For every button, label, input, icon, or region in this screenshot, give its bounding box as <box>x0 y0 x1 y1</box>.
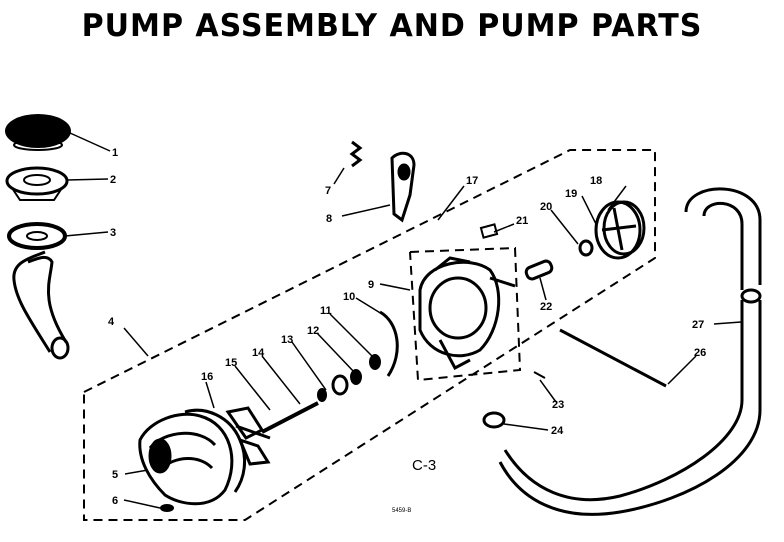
callout-1: 1 <box>112 147 118 159</box>
callout-18: 18 <box>590 175 602 187</box>
callout-labels: 1 2 3 4 5 6 7 8 9 10 11 12 13 14 15 16 1… <box>108 147 706 507</box>
part-3-washer <box>7 222 67 250</box>
part-6-screw <box>160 504 174 512</box>
part-15-impeller <box>225 406 271 466</box>
diagram-reference: C-3 <box>412 457 436 474</box>
callout-23: 23 <box>552 399 564 411</box>
part-4-hose <box>12 250 70 360</box>
callout-22: 22 <box>540 301 552 313</box>
callout-10: 10 <box>343 291 355 303</box>
part-19-pulley <box>594 200 646 260</box>
part-8-bracket <box>390 151 416 223</box>
callout-9: 9 <box>368 279 374 291</box>
callout-27: 27 <box>692 319 704 331</box>
drawing-code: 5459-B <box>392 508 411 514</box>
part-23-fitting <box>533 371 546 379</box>
callout-2: 2 <box>110 174 116 186</box>
callout-17: 17 <box>466 175 478 187</box>
page-title: PUMP ASSEMBLY AND PUMP PARTS <box>81 8 703 44</box>
callout-12: 12 <box>307 325 319 337</box>
callout-19: 19 <box>565 188 577 200</box>
part-12-seal <box>331 369 362 396</box>
part-13-seal <box>317 388 327 402</box>
callout-15: 15 <box>225 357 237 369</box>
part-21-clip <box>479 223 499 239</box>
part-22-pin <box>524 259 554 281</box>
part-7-spring <box>349 140 363 168</box>
callout-14: 14 <box>252 347 265 359</box>
part-24-clamp <box>482 411 506 429</box>
callout-6: 6 <box>112 495 118 507</box>
part-10-o-ring <box>379 310 399 377</box>
callout-4: 4 <box>108 316 115 328</box>
part-2-nut <box>5 166 69 201</box>
assembly-outline <box>83 149 656 521</box>
callout-24: 24 <box>551 425 564 437</box>
part-5-pump-housing <box>138 408 247 506</box>
callout-8: 8 <box>326 213 332 225</box>
callout-11: 11 <box>320 305 332 317</box>
part-11-seal <box>369 354 381 370</box>
callout-5: 5 <box>112 469 118 481</box>
callout-26: 26 <box>694 347 706 359</box>
leader-lines <box>64 132 742 509</box>
part-14-shaft <box>261 401 319 434</box>
part-1-cap <box>5 114 71 151</box>
callout-16: 16 <box>201 371 213 383</box>
part-26-rod <box>559 328 667 388</box>
callout-21: 21 <box>516 215 528 227</box>
callout-3: 3 <box>110 227 116 239</box>
part-20-washer <box>578 239 594 257</box>
part-9-pump-cover <box>418 256 516 371</box>
callout-13: 13 <box>281 334 293 346</box>
callout-7: 7 <box>325 185 331 197</box>
part-27-drain-hose <box>498 187 762 516</box>
callout-20: 20 <box>540 201 552 213</box>
